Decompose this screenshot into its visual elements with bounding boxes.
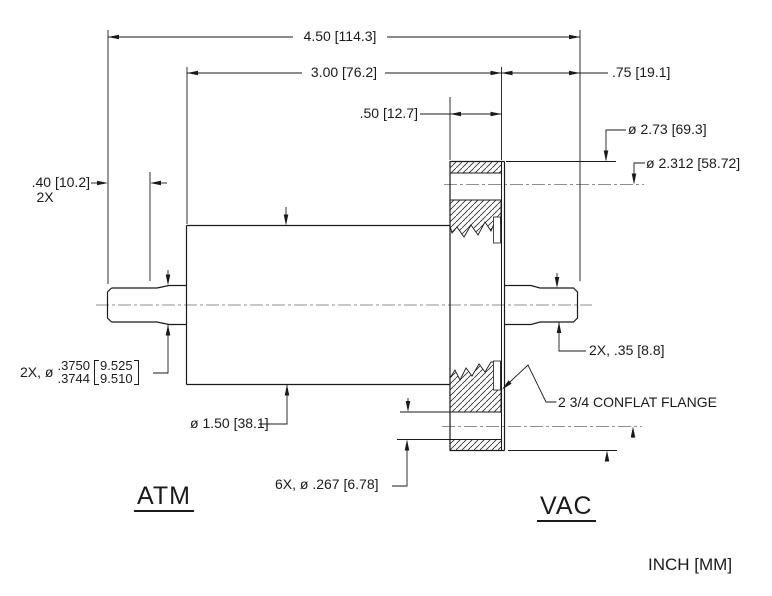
shaft-dia-prefix: 2X, ø [20, 364, 54, 380]
side-label-atm: ATM [134, 483, 194, 512]
dim-end-section-length: .40 [10.2] [31, 174, 90, 190]
centerlines [96, 183, 644, 428]
bolt-hole-bottom-section [493, 360, 501, 391]
dim-bolt-holes: 6X, ø .267 [6.78] [275, 476, 379, 492]
dimension-annotations [91, 34, 645, 487]
part-outline [106, 160, 579, 452]
right-bracket [133, 360, 139, 385]
dim-shaft-diameter-limits: 2X, ø .3750 .3744 9.525 9.510 [20, 358, 139, 386]
note-conflat-flange: 2 3/4 CONFLAT FLANGE [558, 394, 717, 410]
bolt-hole-top-section [493, 216, 501, 244]
extension-lines [107, 30, 617, 451]
dim-flange-od: ø 2.73 [69.3] [628, 121, 707, 137]
shaft-dia-mm-limits: 9.525 9.510 [94, 359, 139, 385]
dim-end-section-qty: 2X [36, 189, 54, 205]
side-label-vac: VAC [537, 493, 596, 522]
dim-overall-length: 4.50 [114.3] [303, 28, 377, 44]
dim-body-length: 3.00 [76.2] [310, 64, 378, 80]
dim-body-diameter: ø 1.50 [38.1] [190, 415, 269, 431]
shaft-dia-inch-limits: .3750 .3744 [57, 358, 91, 386]
left-bracket [94, 360, 100, 385]
dim-flange-to-end: .75 [19.1] [612, 64, 671, 80]
dim-bolt-circle: ø 2.312 [58.72] [646, 155, 741, 171]
dim-flange-thickness: .50 [12.7] [359, 105, 418, 121]
dim-right-end-length: 2X, .35 [8.8] [589, 342, 665, 358]
section-hatching [449, 161, 502, 451]
units-note: INCH [MM] [648, 555, 733, 574]
